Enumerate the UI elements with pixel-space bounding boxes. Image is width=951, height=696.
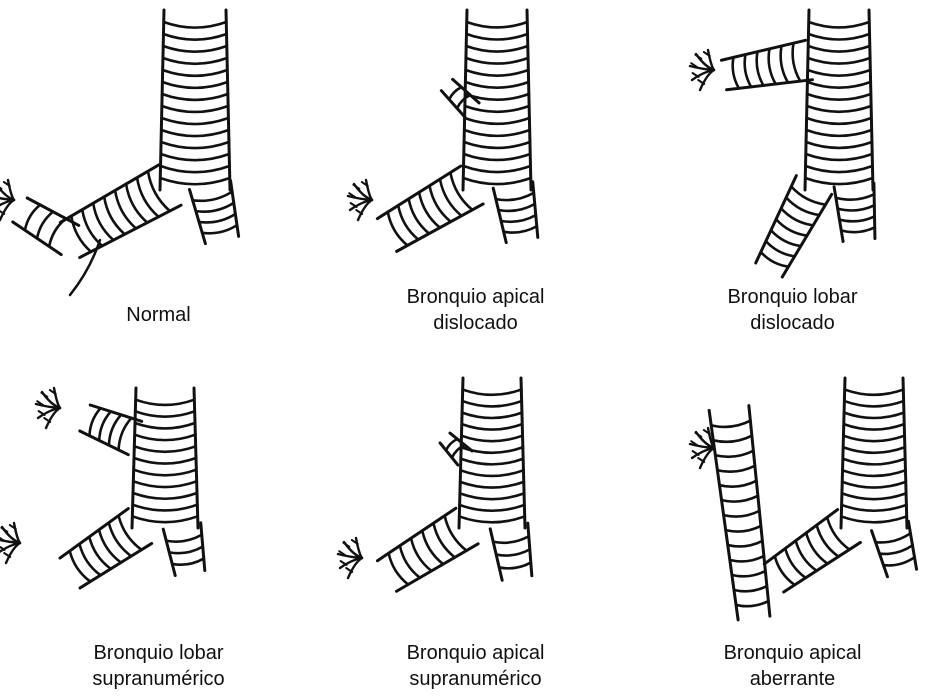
bronchial-branches (690, 428, 714, 468)
trachea-lobar-supranumerico-drawing (0, 348, 317, 638)
panel-normal: Normal (0, 0, 317, 348)
right-upper-lobe-bronchus (13, 198, 79, 255)
aberrant-apical-bronchus (709, 406, 770, 620)
caption-line-2: dislocado (317, 310, 634, 336)
caption-bronquio-apical-supranumerico: Bronquio apical supranumérico (317, 640, 634, 692)
panel-bronquio-apical-aberrante: Bronquio apical aberrante (634, 348, 951, 696)
trachea (805, 10, 873, 190)
right-main-bronchus (764, 510, 860, 592)
trachea-normal-drawing (0, 0, 317, 290)
panel-bronquio-lobar-supranumerico: Bronquio lobar supranumérico (0, 348, 317, 696)
displaced-lobar-bronchus (721, 40, 812, 89)
left-main-bronchus (872, 521, 917, 576)
caption-line-1: Bronquio lobar (634, 284, 951, 310)
caption-line-2: dislocado (634, 310, 951, 336)
trachea (160, 10, 230, 190)
bronchial-branches (338, 538, 362, 578)
caption-line-1: Normal (0, 302, 317, 328)
caption-line-1: Bronquio apical (634, 640, 951, 666)
trachea-apical-dislocado-drawing (317, 0, 634, 290)
caption-line-1: Bronquio apical (317, 640, 634, 666)
trachea (463, 10, 531, 190)
upper-bronchial-branches (36, 388, 60, 428)
trachea-apical-supranumerico-drawing (317, 348, 634, 638)
panel-bronquio-lobar-dislocado: Bronquio lobar dislocado (634, 0, 951, 348)
trachea (841, 378, 907, 528)
caption-bronquio-lobar-supranumerico: Bronquio lobar supranumérico (0, 640, 317, 692)
right-main-bronchus (60, 509, 152, 588)
left-main-bronchus (834, 183, 875, 241)
supernumerary-lobar-bronchus (80, 405, 142, 455)
left-main-bronchus (163, 523, 205, 576)
right-main-bronchus (756, 176, 832, 277)
trachea (459, 378, 525, 528)
caption-bronquio-lobar-dislocado: Bronquio lobar dislocado (634, 284, 951, 336)
caption-normal: Normal (0, 302, 317, 328)
left-main-bronchus (490, 523, 532, 580)
left-main-bronchus (189, 181, 238, 244)
trachea-apical-aberrante-drawing (634, 348, 951, 638)
caption-line-1: Bronquio lobar (0, 640, 317, 666)
caption-line-1: Bronquio apical (317, 284, 634, 310)
right-main-bronchus (377, 508, 478, 591)
caption-bronquio-apical-aberrante: Bronquio apical aberrante (634, 640, 951, 692)
trachea (132, 388, 198, 528)
bronchial-branches (0, 180, 14, 220)
bronchial-branches (348, 180, 372, 220)
panel-bronquio-apical-supranumerico: Bronquio apical supranumérico (317, 348, 634, 696)
caption-line-2: aberrante (634, 666, 951, 692)
panel-bronquio-apical-dislocado: Bronquio apical dislocado (317, 0, 634, 348)
lower-bronchial-branches (0, 523, 20, 563)
trachea-lobar-dislocado-drawing (634, 0, 951, 290)
caption-line-2: supranumérico (317, 666, 634, 692)
caption-line-2: supranumérico (0, 666, 317, 692)
bronchial-branches (690, 50, 714, 90)
caption-bronquio-apical-dislocado: Bronquio apical dislocado (317, 284, 634, 336)
